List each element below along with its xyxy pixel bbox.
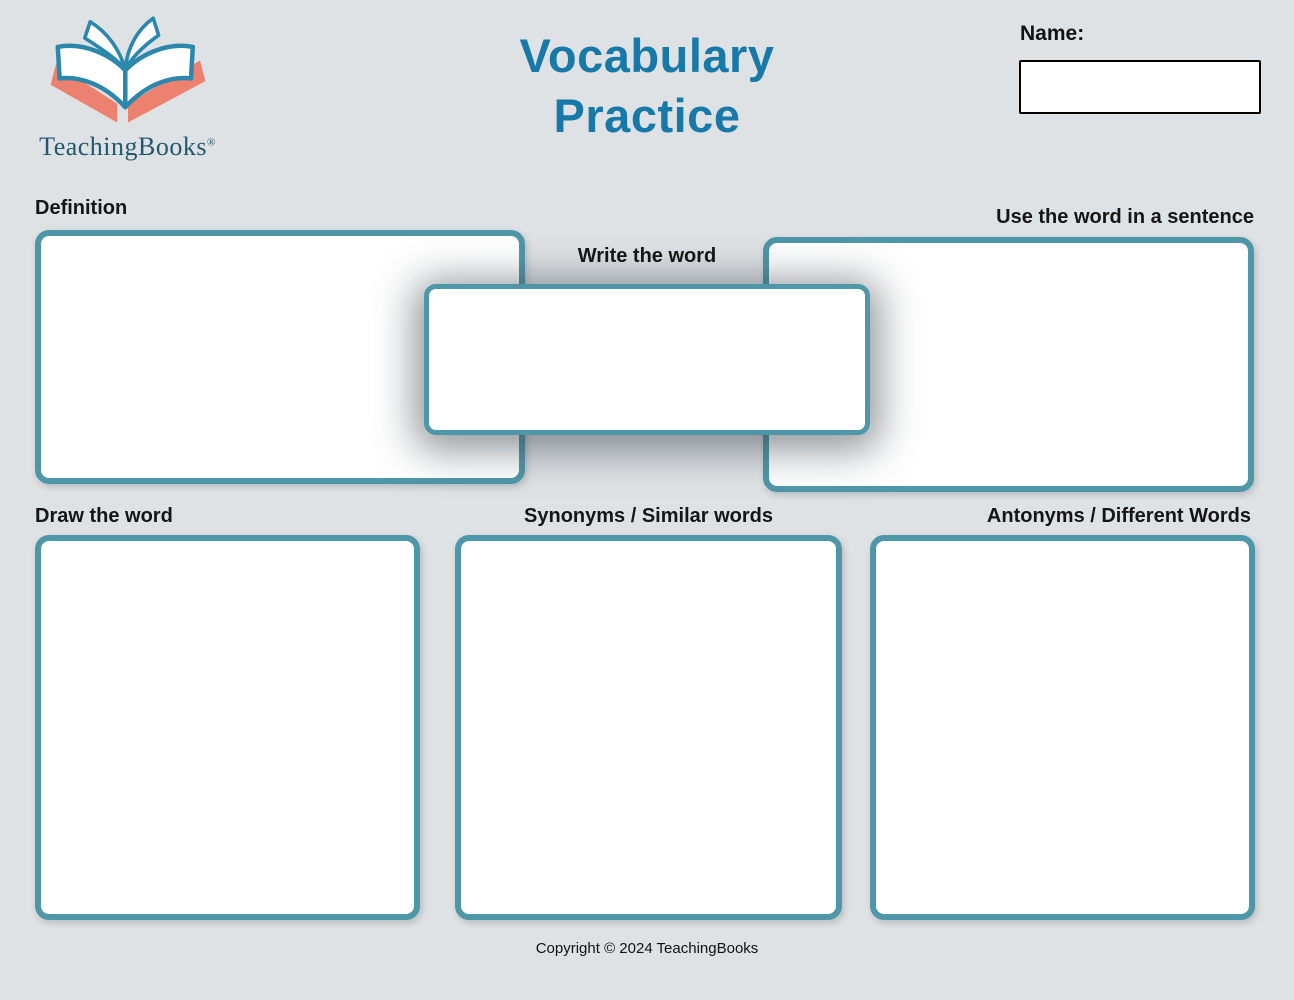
teachingbooks-logo: TeachingBooks® bbox=[25, 8, 230, 162]
antonyms-box[interactable] bbox=[870, 535, 1255, 920]
logo-wordmark: TeachingBooks® bbox=[25, 132, 230, 162]
page-title: Vocabulary Practice bbox=[0, 26, 1294, 145]
copyright-text: Copyright © 2024 TeachingBooks bbox=[535, 940, 759, 957]
sentence-label: Use the word in a sentence bbox=[996, 206, 1254, 228]
definition-label: Definition bbox=[35, 197, 128, 219]
antonyms-label: Antonyms / Different Words bbox=[986, 505, 1251, 527]
draw-word-label: Draw the word bbox=[35, 505, 173, 527]
name-label: Name: bbox=[1020, 22, 1085, 45]
registered-mark: ® bbox=[207, 136, 216, 149]
write-word-label: Write the word bbox=[577, 245, 717, 267]
open-book-icon bbox=[50, 16, 205, 123]
synonyms-box[interactable] bbox=[455, 535, 842, 920]
synonyms-label: Synonyms / Similar words bbox=[524, 505, 773, 527]
logo-text: TeachingBooks bbox=[39, 132, 207, 161]
name-input[interactable] bbox=[1019, 60, 1261, 114]
title-line-1: Vocabulary bbox=[519, 29, 775, 82]
draw-word-box[interactable] bbox=[35, 535, 420, 920]
title-line-2: Practice bbox=[553, 88, 741, 142]
write-word-box[interactable] bbox=[424, 284, 870, 435]
